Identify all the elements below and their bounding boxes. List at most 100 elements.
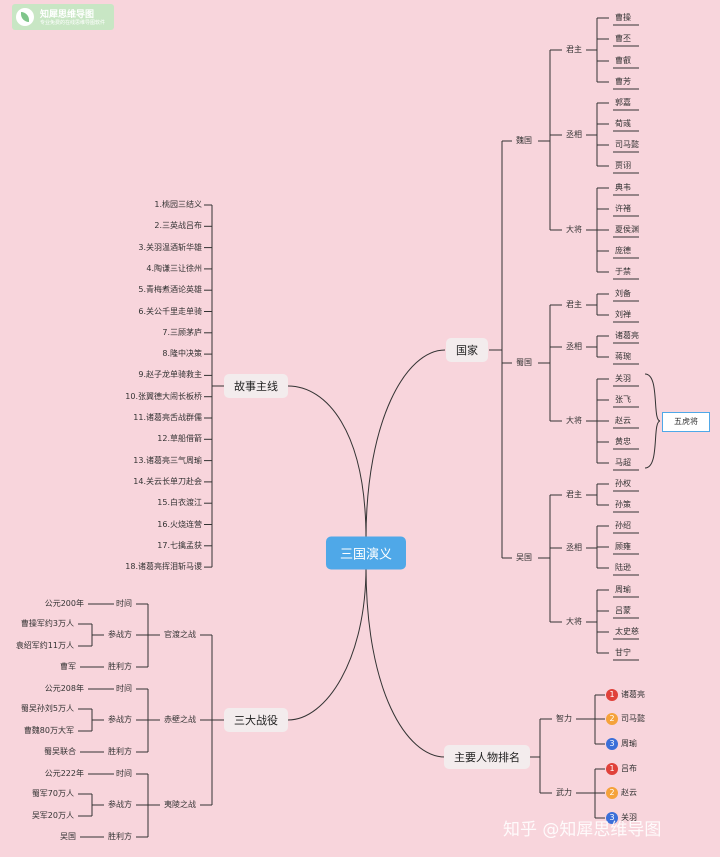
leaf-person[interactable]: 关羽 bbox=[615, 374, 631, 383]
leaf-person[interactable]: 夏侯渊 bbox=[615, 225, 639, 234]
leaf-person[interactable]: 贾诩 bbox=[615, 161, 631, 170]
ranking-group-0[interactable]: 智力 bbox=[556, 714, 572, 723]
battle-winner[interactable]: 蜀吴联合 bbox=[44, 747, 76, 756]
story-event[interactable]: 6.关公千里走单骑 bbox=[138, 306, 202, 316]
ranked-person[interactable]: 赵云 bbox=[621, 788, 637, 797]
topic-ranking[interactable]: 主要人物排名 bbox=[444, 745, 530, 769]
ranked-person[interactable]: 吕布 bbox=[621, 764, 637, 773]
leaf-person[interactable]: 蒋琬 bbox=[615, 352, 631, 361]
ranked-person[interactable]: 周瑜 bbox=[621, 739, 637, 748]
story-event[interactable]: 11.诸葛亮舌战群儒 bbox=[133, 413, 202, 422]
leaf-person[interactable]: 孙策 bbox=[615, 500, 631, 509]
group-1-1[interactable]: 丞相 bbox=[566, 342, 582, 351]
leaf-person[interactable]: 周瑜 bbox=[615, 585, 631, 594]
logo-name: 知犀思维导图 bbox=[40, 10, 95, 20]
tiger-generals-label[interactable]: 五虎将 bbox=[662, 412, 710, 432]
group-1-2[interactable]: 大将 bbox=[566, 416, 582, 425]
story-event[interactable]: 18.诸葛亮挥泪斩马谡 bbox=[125, 562, 202, 572]
leaf-person[interactable]: 赵云 bbox=[615, 416, 631, 425]
leaf-person[interactable]: 司马懿 bbox=[615, 140, 639, 149]
group-2-2[interactable]: 大将 bbox=[566, 617, 582, 626]
battle-time[interactable]: 公元200年 bbox=[44, 599, 84, 608]
leaf-person[interactable]: 荀彧 bbox=[615, 119, 631, 128]
battle-time[interactable]: 公元222年 bbox=[44, 769, 84, 778]
story-event[interactable]: 10.张翼德大闹长板桥 bbox=[125, 391, 202, 401]
story-event[interactable]: 5.青梅煮酒论英雄 bbox=[138, 285, 202, 295]
battle-party[interactable]: 蜀军70万人 bbox=[31, 789, 74, 798]
battle-party-label: 参战方 bbox=[108, 715, 132, 724]
rank-number-badge: 3 bbox=[606, 812, 618, 824]
leaf-person[interactable]: 太史慈 bbox=[615, 627, 639, 636]
story-event[interactable]: 3.关羽温酒斩华雄 bbox=[138, 242, 202, 252]
story-event[interactable]: 12.草船借箭 bbox=[157, 434, 202, 444]
watermark: 知乎 @知犀思维导图 bbox=[503, 820, 662, 840]
leaf-person[interactable]: 许褚 bbox=[615, 204, 631, 213]
leaf-person[interactable]: 曹操 bbox=[615, 13, 631, 22]
ranked-person[interactable]: 诸葛亮 bbox=[621, 690, 645, 699]
leaf-person[interactable]: 曹叡 bbox=[615, 56, 631, 65]
battle-time[interactable]: 公元208年 bbox=[44, 684, 84, 693]
story-event[interactable]: 8.隆中决策 bbox=[162, 349, 202, 359]
leaf-person[interactable]: 吕蒙 bbox=[615, 606, 631, 615]
battle-winner-label: 胜利方 bbox=[108, 832, 132, 841]
country-2[interactable]: 吴国 bbox=[516, 553, 532, 562]
leaf-person[interactable]: 刘禅 bbox=[615, 310, 631, 319]
leaf-person[interactable]: 张飞 bbox=[615, 395, 631, 404]
battle-party[interactable]: 曹操军约3万人 bbox=[20, 619, 74, 628]
battle-0[interactable]: 官渡之战 bbox=[164, 630, 196, 639]
ranked-person[interactable]: 关羽 bbox=[621, 813, 637, 822]
leaf-person[interactable]: 刘备 bbox=[615, 289, 631, 298]
leaf-person[interactable]: 曹丕 bbox=[615, 34, 631, 43]
group-1-0[interactable]: 君主 bbox=[566, 300, 582, 309]
leaf-person[interactable]: 顾雍 bbox=[615, 542, 631, 551]
group-2-1[interactable]: 丞相 bbox=[566, 543, 582, 552]
battle-2[interactable]: 夷陵之战 bbox=[164, 800, 196, 809]
leaf-person[interactable]: 黄忠 bbox=[615, 437, 631, 446]
leaf-person[interactable]: 于禁 bbox=[615, 267, 631, 276]
story-event[interactable]: 16.火烧连营 bbox=[157, 519, 202, 529]
story-event[interactable]: 14.关云长单刀赴会 bbox=[133, 476, 202, 486]
ranked-person[interactable]: 司马懿 bbox=[621, 714, 645, 723]
topic-guojia[interactable]: 国家 bbox=[446, 338, 488, 362]
story-event[interactable]: 2.三英战吕布 bbox=[154, 221, 202, 231]
leaf-person[interactable]: 典韦 bbox=[615, 183, 631, 192]
group-0-2[interactable]: 大将 bbox=[566, 225, 582, 234]
story-event[interactable]: 17.七擒孟获 bbox=[157, 540, 202, 550]
branch-curve-ranking bbox=[365, 566, 446, 758]
leaf-person[interactable]: 孙绍 bbox=[615, 521, 631, 530]
battle-party[interactable]: 蜀吴孙刘5万人 bbox=[20, 704, 74, 713]
country-0[interactable]: 魏国 bbox=[516, 136, 532, 145]
leaf-person[interactable]: 庞德 bbox=[615, 246, 631, 255]
leaf-person[interactable]: 诸葛亮 bbox=[615, 331, 639, 340]
leaf-person[interactable]: 孙权 bbox=[615, 479, 631, 488]
leaf-person[interactable]: 马超 bbox=[615, 458, 631, 467]
story-event[interactable]: 7.三顾茅庐 bbox=[162, 327, 202, 337]
topic-battles[interactable]: 三大战役 bbox=[224, 708, 288, 732]
story-event[interactable]: 9.赵子龙单骑救主 bbox=[138, 370, 202, 380]
group-0-0[interactable]: 君主 bbox=[566, 45, 582, 54]
branch-curve-story bbox=[287, 385, 367, 540]
rank-number-badge: 2 bbox=[606, 713, 618, 725]
group-0-1[interactable]: 丞相 bbox=[566, 130, 582, 139]
story-event[interactable]: 4.陶谦三让徐州 bbox=[146, 263, 202, 273]
battle-winner[interactable]: 曹军 bbox=[60, 662, 76, 671]
leaf-person[interactable]: 曹芳 bbox=[615, 77, 631, 86]
leaf-person[interactable]: 陆逊 bbox=[615, 563, 631, 572]
battle-party[interactable]: 袁绍军约11万人 bbox=[15, 641, 74, 650]
battle-party[interactable]: 吴军20万人 bbox=[31, 811, 74, 820]
battle-winner[interactable]: 吴国 bbox=[60, 832, 76, 841]
country-1[interactable]: 蜀国 bbox=[516, 358, 532, 367]
branch-curve-guojia bbox=[365, 349, 446, 540]
battle-party[interactable]: 曹魏80万大军 bbox=[23, 726, 74, 735]
leaf-person[interactable]: 甘宁 bbox=[615, 648, 631, 657]
story-event[interactable]: 1.桃园三结义 bbox=[154, 200, 202, 209]
ranking-group-1[interactable]: 武力 bbox=[556, 788, 572, 797]
leaf-person[interactable]: 郭嘉 bbox=[615, 98, 631, 107]
topic-story[interactable]: 故事主线 bbox=[224, 374, 288, 398]
story-event[interactable]: 13.诸葛亮三气周瑜 bbox=[133, 455, 202, 465]
story-event[interactable]: 15.白衣渡江 bbox=[157, 498, 202, 508]
central-topic[interactable]: 三国演义 bbox=[325, 536, 407, 570]
battle-1[interactable]: 赤壁之战 bbox=[164, 715, 196, 724]
battle-party-label: 参战方 bbox=[108, 630, 132, 639]
group-2-0[interactable]: 君主 bbox=[566, 490, 582, 499]
